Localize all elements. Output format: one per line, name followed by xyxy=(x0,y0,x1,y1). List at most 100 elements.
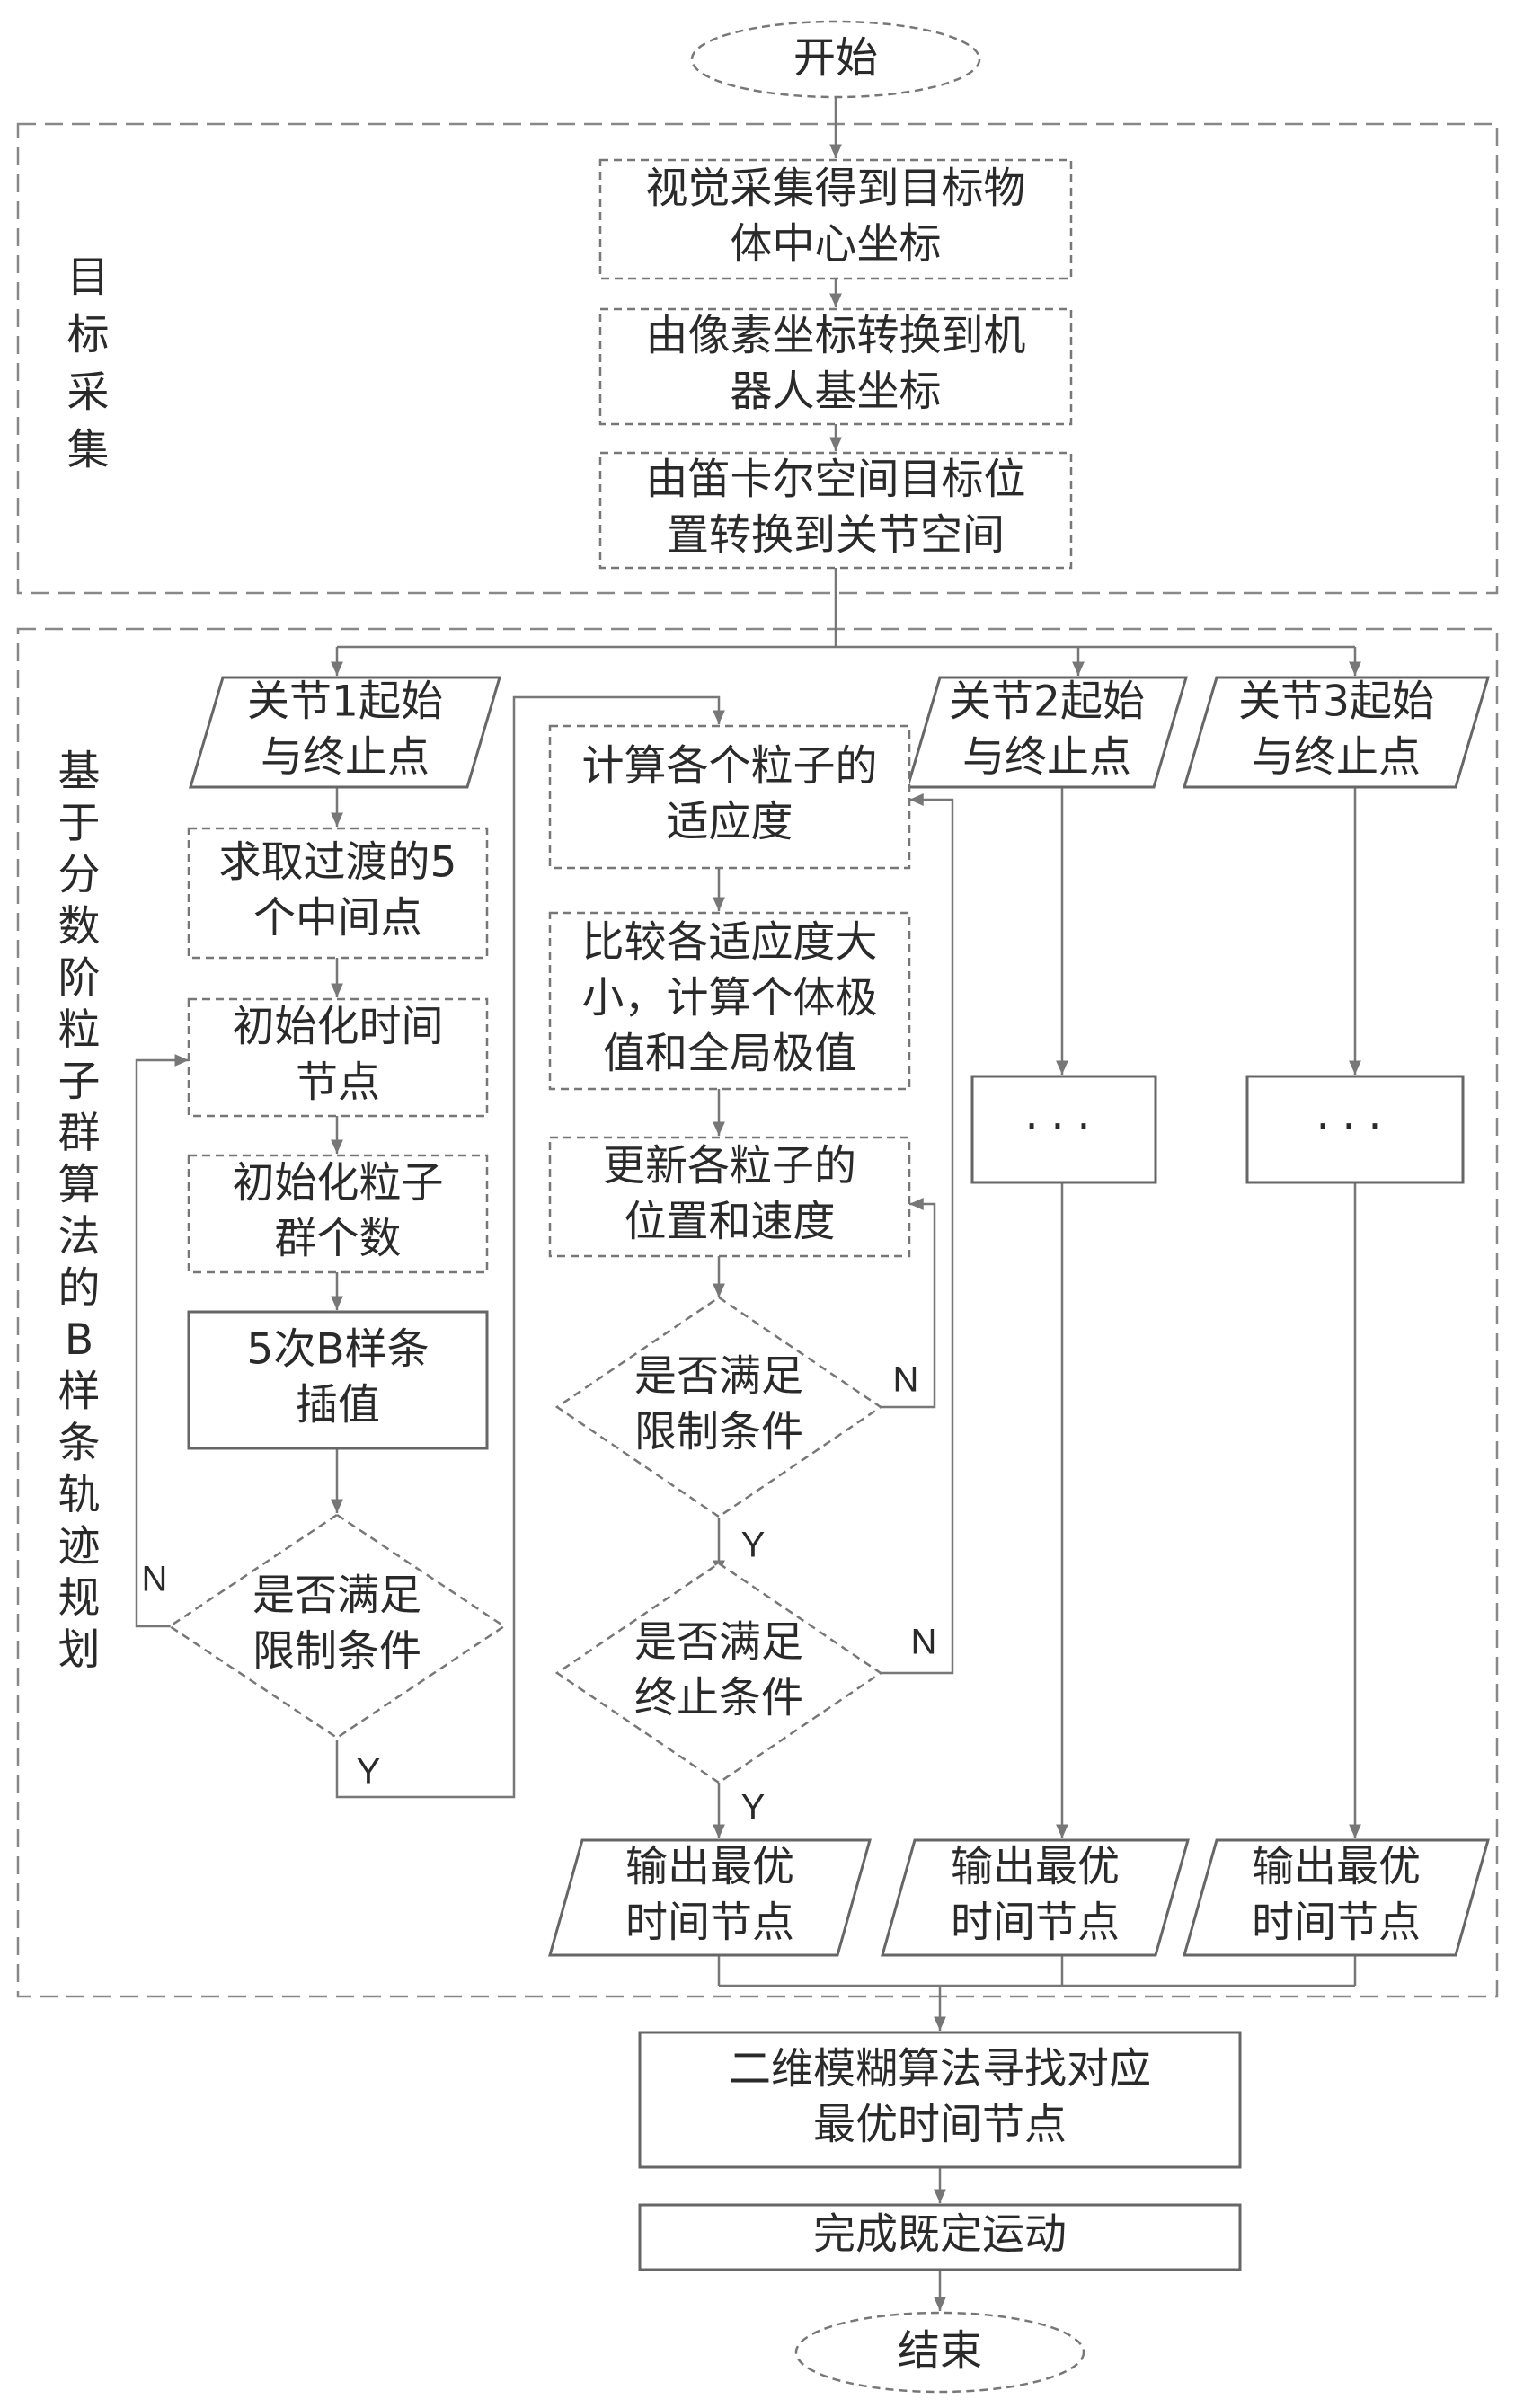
node-label-line: 器人基坐标 xyxy=(731,367,942,417)
node-label-line: 二维模糊算法寻找对应 xyxy=(729,2045,1151,2094)
region-planning-char: 于 xyxy=(58,799,101,848)
node-label-line: 时间节点 xyxy=(625,1899,794,1948)
node-label-line: 由像素坐标转换到机 xyxy=(646,312,1026,361)
node-check-termination: 是否满足终止条件 xyxy=(557,1563,881,1783)
node-cartesian-to-joint: 由笛卡尔空间目标位置转换到关节空间 xyxy=(600,453,1071,568)
node-calc-fitness: 计算各个粒子的适应度 xyxy=(550,726,909,868)
region-planning-char: 的 xyxy=(58,1264,101,1314)
node-output-3: 输出最优时间节点 xyxy=(1184,1840,1488,1955)
region-target-char-2: 标 xyxy=(67,311,110,360)
node-label-line: 初始化粒子 xyxy=(233,1159,444,1208)
label-no-mid: N xyxy=(893,1360,919,1400)
region-planning-char: 分 xyxy=(58,851,101,900)
region-planning-char: 阶 xyxy=(58,954,101,1004)
node-vision: 视觉采集得到目标物体中心坐标 xyxy=(600,160,1071,279)
node-label-line: 群个数 xyxy=(275,1215,402,1264)
node-label-line: 求取过渡的5 xyxy=(219,838,457,888)
start-terminal: 开始 xyxy=(692,22,979,97)
label-no-term: N xyxy=(911,1623,937,1662)
node-joint3: 关节3起始与终止点 xyxy=(1184,677,1488,788)
end-terminal: 结束 xyxy=(796,2313,1084,2392)
node-joint1: 关节1起始与终止点 xyxy=(190,677,500,788)
node-check-constraint-left: 是否满足限制条件 xyxy=(170,1515,504,1738)
nodes: 视觉采集得到目标物体中心坐标由像素坐标转换到机器人基坐标由笛卡尔空间目标位置转换… xyxy=(170,160,1488,2270)
end-label: 结束 xyxy=(898,2327,982,2377)
node-label-line: 与终止点 xyxy=(1252,733,1421,783)
node-label-line: 个中间点 xyxy=(253,894,422,943)
node-label-line: 关节2起始 xyxy=(949,677,1145,727)
region-planning-char: 条 xyxy=(58,1419,101,1468)
node-label-line: 插值 xyxy=(296,1381,380,1430)
edge-check-no-loop xyxy=(137,1060,189,1626)
node-label-line: 输出最优 xyxy=(1252,1843,1421,1892)
start-label: 开始 xyxy=(793,34,878,84)
region-target-char-4: 集 xyxy=(67,426,110,475)
node-output-2: 输出最优时间节点 xyxy=(882,1840,1188,1955)
node-label-line: 小，计算个体极 xyxy=(582,974,878,1023)
region-planning-char: 规 xyxy=(58,1574,101,1624)
node-update-particles: 更新各粒子的位置和速度 xyxy=(550,1138,909,1256)
node-label-line: 时间节点 xyxy=(951,1899,1120,1948)
node-label-line: 位置和速度 xyxy=(625,1198,836,1247)
label-yes-mid: Y xyxy=(741,1526,766,1565)
region-planning-char: 子 xyxy=(58,1058,101,1107)
node-joint2: 关节2起始与终止点 xyxy=(908,677,1186,788)
region-planning-char: B xyxy=(65,1315,93,1365)
node-label-line: 比较各适应度大 xyxy=(582,918,878,968)
region-planning-char: 算 xyxy=(58,1161,101,1210)
region-planning-char: 轨 xyxy=(58,1471,101,1520)
node-label-line: 最优时间节点 xyxy=(813,2101,1067,2150)
node-label-line: 时间节点 xyxy=(1252,1899,1421,1948)
node-label-line: 关节1起始 xyxy=(247,677,443,727)
node-check-constraint-mid: 是否满足限制条件 xyxy=(557,1297,881,1517)
node-label-line: 计算各个粒子的 xyxy=(582,742,878,792)
node-label-line: 与终止点 xyxy=(261,733,430,783)
region-planning-char: 迹 xyxy=(58,1522,101,1571)
node-transition-points: 求取过渡的5 个中间点 xyxy=(189,828,487,958)
region-planning-char: 群 xyxy=(58,1109,101,1158)
label-yes-term: Y xyxy=(741,1788,766,1828)
node-label-line: 输出最优 xyxy=(951,1843,1120,1892)
node-pixel-to-base: 由像素坐标转换到机器人基坐标 xyxy=(600,309,1071,424)
node-label-line: 限制条件 xyxy=(634,1408,803,1457)
node-label-line: 视觉采集得到目标物 xyxy=(646,164,1026,214)
node-label-line: ··· xyxy=(1025,1102,1103,1152)
region-planning-char: 法 xyxy=(58,1212,101,1262)
node-label-line: 是否满足 xyxy=(252,1571,421,1621)
node-label-line: 关节3起始 xyxy=(1238,677,1434,727)
node-label-line: 与终止点 xyxy=(962,733,1131,783)
node-init-time: 初始化时间节点 xyxy=(189,999,487,1116)
node-fuzzy: 二维模糊算法寻找对应最优时间节点 xyxy=(640,2032,1240,2167)
label-no-left: N xyxy=(142,1560,168,1599)
node-complete: 完成既定运动 xyxy=(640,2205,1240,2270)
node-label-line: ··· xyxy=(1316,1102,1395,1152)
node-label-line: 初始化时间 xyxy=(233,1003,444,1052)
region-planning-char: 粒 xyxy=(58,1005,101,1055)
node-label-line: 值和全局极值 xyxy=(603,1030,856,1079)
region-planning-char: 基 xyxy=(58,748,101,797)
node-ellipsis-3: ··· xyxy=(1247,1076,1463,1182)
node-label-line: 适应度 xyxy=(667,798,793,847)
node-output-1: 输出最优时间节点 xyxy=(550,1840,870,1955)
node-label-line: 是否满足 xyxy=(634,1618,803,1668)
label-yes-left: Y xyxy=(357,1752,381,1792)
node-label-line: 5次B样条 xyxy=(246,1325,429,1375)
region-target-label: 目 标 采 集 xyxy=(67,253,110,475)
node-ellipsis-2: ··· xyxy=(972,1076,1156,1182)
region-planning-char: 样 xyxy=(58,1368,101,1417)
node-label-line: 限制条件 xyxy=(252,1627,421,1677)
region-planning-char: 划 xyxy=(58,1625,101,1675)
region-planning-label: 基于分数阶粒子群算法的B样条轨迹规划 xyxy=(58,748,101,1676)
node-label-line: 终止条件 xyxy=(634,1674,803,1723)
node-label-line: 完成既定运动 xyxy=(813,2210,1067,2260)
node-label-line: 由笛卡尔空间目标位 xyxy=(646,456,1026,505)
node-compare-fitness: 比较各适应度大小，计算个体极值和全局极值 xyxy=(550,913,909,1089)
region-planning-char: 数 xyxy=(58,902,101,952)
node-label-line: 置转换到关节空间 xyxy=(667,511,1005,561)
region-target-char-3: 采 xyxy=(67,368,110,418)
node-label-line: 节点 xyxy=(296,1058,380,1108)
node-label-line: 体中心坐标 xyxy=(731,220,942,270)
node-label-line: 输出最优 xyxy=(625,1843,794,1892)
node-init-swarm: 初始化粒子群个数 xyxy=(189,1155,487,1272)
